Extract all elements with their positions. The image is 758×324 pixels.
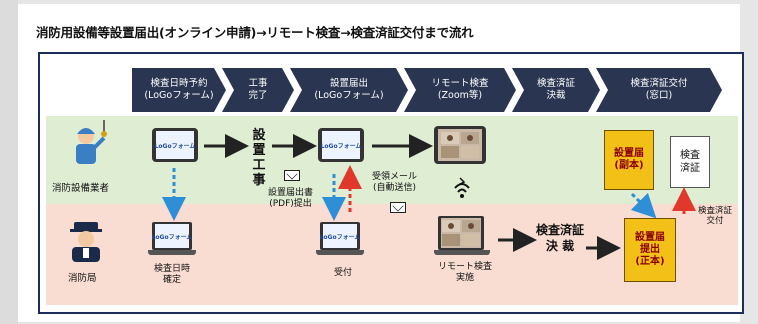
page-title: 消防用設備等設置届出(オンライン申請)→リモート検査→検査済証交付まで流れ	[36, 25, 474, 40]
page-margin	[0, 0, 18, 324]
step-line1: 工事	[248, 78, 268, 89]
notification-pdf-label: 設置届出書(PDF)提出	[268, 188, 314, 209]
contractor-worker-icon	[76, 120, 107, 164]
laptop-logo-form-1: LoGoフォーム	[148, 222, 196, 256]
video-call-icon	[442, 220, 480, 246]
certificate-issue-label: 検査済証交付	[698, 206, 733, 226]
step-line2: 完了	[248, 90, 268, 101]
fire-station-label: 消防局	[68, 273, 97, 284]
step-line2: (窓口)	[645, 90, 673, 101]
step-line2: 決裁	[546, 90, 566, 101]
step-line1: 設置届出	[329, 78, 368, 89]
screen-logo-text: LoGoフォーム	[320, 142, 362, 150]
video-call-icon	[441, 132, 479, 158]
screen-logo-text: LoGoフォーム	[151, 233, 193, 241]
step-line2: (Zoom等)	[437, 90, 483, 101]
step-remote-inspection: リモート検査 (Zoom等)	[404, 68, 516, 112]
step-line1: 検査済証	[536, 78, 575, 89]
fire-officer-icon	[70, 222, 102, 262]
laptop-video-call	[434, 216, 490, 256]
contractor-label: 消防設備業者	[52, 183, 110, 194]
receipt-mail-label: 受領メール(自動送信)	[372, 172, 418, 193]
mail-envelope-icon	[390, 202, 406, 213]
mail-envelope-icon	[284, 170, 300, 181]
step-line1: 検査日時予約	[150, 78, 208, 89]
tablet-video-call	[434, 126, 486, 164]
construction-text: 設置工事	[252, 128, 266, 188]
screen-logo-text: LoGoフォーム	[154, 142, 196, 150]
remote-inspection-label: リモート検査実施	[438, 262, 493, 283]
step-line2: (LoGoフォーム)	[144, 90, 214, 101]
step-certificate-decision: 検査済証 決裁	[512, 68, 600, 112]
screen-logo-text: LoGoフォーム	[319, 233, 361, 241]
laptop-logo-form-2: LoGoフォーム	[316, 222, 364, 256]
blue-arrow-to-original	[630, 192, 657, 219]
notification-original-book: 設置届提出(正本)	[624, 218, 676, 282]
schedule-confirm-label: 検査日時確定	[154, 264, 191, 285]
tablet-logo-form-2: LoGoフォーム	[318, 128, 364, 162]
step-construction-complete: 工事 完了	[222, 68, 294, 112]
step-certificate-issue: 検査済証交付 (窓口)	[596, 68, 722, 112]
wifi-icon	[454, 177, 470, 198]
step-schedule-reservation: 検査日時予約 (LoGoフォーム)	[132, 68, 226, 112]
step-line1: リモート検査	[431, 78, 489, 89]
certificate-decision-label: 検査済証決 裁	[536, 223, 585, 253]
step-line1: 検査済証交付	[630, 78, 688, 89]
step-line2: (LoGoフォーム)	[314, 90, 384, 101]
tablet-logo-form-1: LoGoフォーム	[152, 128, 198, 162]
step-installation-notification: 設置届出 (LoGoフォーム)	[290, 68, 408, 112]
reception-label: 受付	[334, 268, 353, 278]
notification-copy-book: 設置届(副本)	[604, 130, 654, 190]
